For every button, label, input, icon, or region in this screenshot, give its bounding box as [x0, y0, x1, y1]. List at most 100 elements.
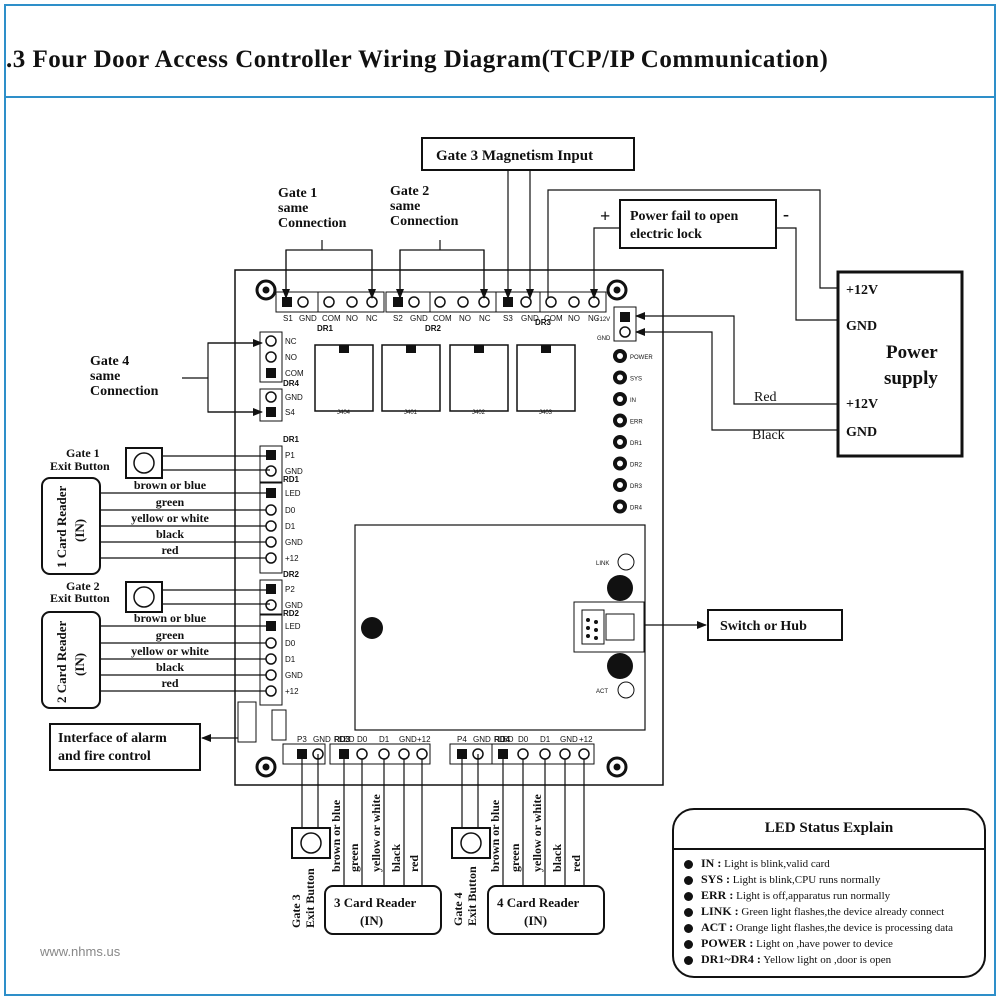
svg-text:+12V: +12V	[846, 397, 878, 412]
pin-hole	[539, 748, 551, 760]
status-led-center	[617, 396, 623, 402]
left-pin-labels: NCNOCOMDR4GNDS4DR1P1GNDRD1LEDD0D1GND+12D…	[283, 337, 304, 696]
pin-hole	[416, 748, 428, 760]
led-status-item: IN : Light is blink,valid card	[684, 856, 830, 871]
relay-chip	[381, 344, 441, 412]
pin-label: D1	[285, 522, 296, 531]
pin-com: COM	[433, 314, 452, 323]
svg-text:Switch or Hub: Switch or Hub	[720, 619, 807, 634]
gate2-exit-button: Gate 2 Exit Button	[50, 579, 163, 613]
pin-hole	[265, 685, 277, 697]
svg-text:Exit Button: Exit Button	[50, 591, 110, 605]
status-led-center	[617, 460, 623, 467]
status-led-center	[617, 417, 623, 424]
alarm-header	[237, 701, 257, 743]
pin-label: LED	[498, 735, 514, 744]
pin-hole	[619, 326, 631, 338]
pin-gnd: GND	[299, 314, 317, 323]
wire-color-label: green	[156, 628, 185, 642]
relay-label-dr2: DR2	[425, 324, 442, 333]
top-pin-labels: S1 GND COM NO NC DR1 S2 GND COM NO NC DR…	[283, 314, 611, 342]
rj45-port	[573, 601, 645, 653]
pin-label: D0	[285, 639, 296, 648]
svg-text:Gate 4: Gate 4	[90, 354, 129, 369]
status-led-center	[617, 482, 623, 488]
connector-header-label: DR4	[283, 379, 300, 388]
wire-color-label: brown or blue	[488, 799, 502, 872]
power-supply: Power supply +12V GND +12V GND	[836, 270, 964, 458]
pin-hole	[366, 296, 378, 308]
pin-square	[282, 297, 292, 307]
led-status-title: LED Status Explain	[764, 820, 894, 836]
wire-color-label: black	[389, 844, 403, 872]
connector-header-label: RD1	[283, 475, 300, 484]
pin-label: LED	[285, 622, 301, 631]
card-reader-1: 1 Card Reader (IN)	[41, 477, 101, 575]
svg-text:Gate 1: Gate 1	[66, 446, 100, 460]
svg-text:same: same	[390, 199, 420, 214]
pin-label: GND	[285, 393, 303, 402]
pin-label: GND	[560, 735, 578, 744]
alarm-jumper	[271, 709, 287, 741]
connector-header-label: RD2	[283, 609, 300, 618]
pin-nc: NC	[479, 314, 491, 323]
bullet-icon	[684, 859, 693, 869]
relay-chip	[516, 344, 576, 412]
title-bar: .3 Four Door Access Controller Wiring Di…	[6, 6, 994, 98]
connector-header-label: RD4	[494, 735, 511, 744]
wire-color-label: red	[569, 855, 583, 872]
led-status-item: LINK : Green light flashes,the device al…	[684, 904, 944, 919]
pin-label: LED	[285, 489, 301, 498]
svg-text:same: same	[90, 369, 120, 384]
relay-notch	[474, 345, 484, 353]
card-reader-2: 2 Card Reader (IN)	[41, 611, 101, 709]
pin-gnd: GND	[597, 336, 611, 342]
pin-square	[266, 407, 276, 417]
pin-com: COM	[322, 314, 341, 323]
pin-square	[620, 312, 630, 322]
relay-label-dr3: DR3	[535, 318, 552, 327]
pin-label: GND	[399, 735, 417, 744]
svg-text:2 Card Reader: 2 Card Reader	[54, 620, 69, 703]
pin-hole	[265, 391, 277, 403]
status-led-label: DR2	[630, 463, 643, 469]
bullet-icon	[684, 923, 693, 933]
connector-header-label: RD3	[334, 735, 351, 744]
led-status-item: POWER : Light on ,have power to device	[684, 936, 893, 951]
pin-label: P3	[297, 735, 307, 744]
pin-label: +12	[417, 735, 431, 744]
minus-sign: -	[783, 204, 789, 224]
wire-color-label: brown or blue	[134, 611, 207, 625]
pin-hole	[265, 351, 277, 363]
alarm-fire-callout: Interface of alarm and fire control	[49, 723, 201, 771]
act-led-icon	[617, 681, 635, 699]
svg-text:Exit Button: Exit Button	[465, 866, 479, 926]
divider	[674, 848, 984, 850]
pin-label: D1	[285, 655, 296, 664]
page-frame	[4, 4, 996, 996]
pin-hole	[265, 599, 277, 611]
pin-hole	[297, 296, 309, 308]
pin-hole	[398, 748, 410, 760]
card-reader-3: 3 Card Reader (IN)	[324, 885, 442, 935]
wire-color-label: black	[156, 660, 184, 674]
page-title: .3 Four Door Access Controller Wiring Di…	[6, 46, 829, 73]
pin-nc: NC	[588, 314, 600, 323]
module-screw-hole	[361, 617, 383, 639]
relay-chip	[314, 344, 374, 412]
wire-color-label: red	[161, 676, 178, 690]
status-led-label: SYS	[630, 377, 642, 383]
power-fail-callout: Power fail to open electric lock + -	[600, 199, 789, 249]
pin-square	[266, 584, 276, 594]
gate3-exit-button: Gate 3 Exit Button	[289, 827, 331, 928]
svg-text:Gate 4: Gate 4	[451, 892, 465, 926]
svg-text:Gate 2: Gate 2	[390, 184, 429, 199]
relay-chip-label: J401	[404, 410, 418, 416]
led-status-item: ERR : Light is off,apparatus run normall…	[684, 888, 890, 903]
svg-text:(IN): (IN)	[360, 913, 383, 928]
gate2-same-connection: Gate 2 same Connection	[390, 184, 459, 229]
